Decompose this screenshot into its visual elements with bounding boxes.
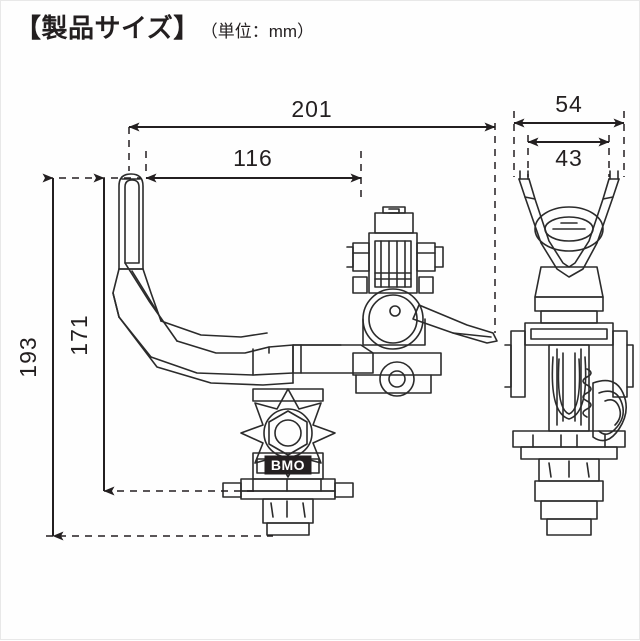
page-title-unit: （単位：mm） xyxy=(200,22,315,41)
side-view-product xyxy=(112,173,498,536)
dimension-annotations: 201 116 193 171 54 43 xyxy=(15,91,625,541)
dimension-label-inner-width: 43 xyxy=(555,145,583,171)
dimension-label-overall-width: 54 xyxy=(555,91,583,117)
front-view-product xyxy=(504,170,634,536)
dimension-label-arm-height: 171 xyxy=(66,314,92,355)
dimension-label-arm-length: 116 xyxy=(233,145,273,171)
brand-logo: BMO xyxy=(264,455,312,475)
dimension-label-overall-height: 193 xyxy=(15,336,41,377)
page-title: 【製品サイズ】 （単位：mm） xyxy=(15,15,314,41)
brand-logo-text: BMO xyxy=(271,457,305,473)
star-knob xyxy=(240,388,336,478)
page-title-main: 【製品サイズ】 xyxy=(15,13,200,43)
dimension-label-overall-length: 201 xyxy=(291,96,332,122)
